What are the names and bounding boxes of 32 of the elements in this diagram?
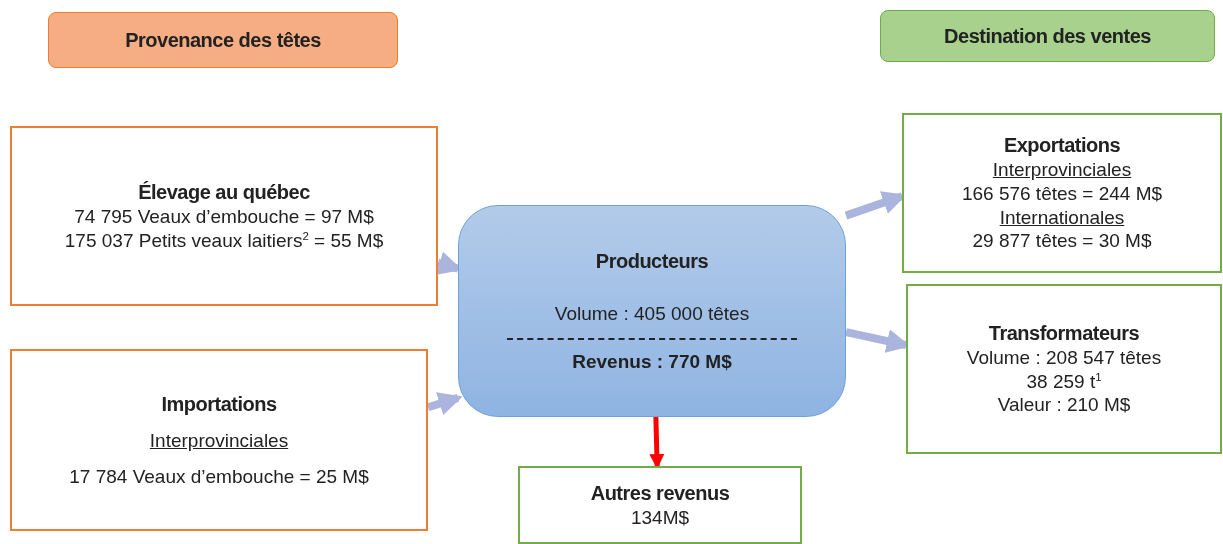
heading: Élevage au québec [138,179,310,205]
value-text: 38 259 t$^{1}$ [1026,369,1102,394]
value-text: 29 877 têtes = 30 M$ [972,229,1152,253]
value-text: 175 037 Petits veaux laitiers$^{2}$ = 55 M$ [64,228,384,253]
value-text: Valeur : 210 M$ [997,393,1131,418]
subheading: Interprovinciales [149,428,289,453]
process-box [458,205,846,417]
subheading: Interprovinciales [992,158,1132,182]
heading: Provenance des têtes [125,27,321,53]
heading: Exportations [1003,133,1121,158]
header-banner [880,10,1215,62]
value-text: 166 576 têtes = 244 M$ [961,181,1163,206]
header-banner [48,12,398,68]
heading: Transformateurs [988,320,1140,346]
value-text: Revenus : 770 M$ [572,349,732,374]
heading: Autres revenus [590,480,730,506]
value-text: 74 795 Veaux d’embouche = 97 M$ [74,204,374,229]
process-box [10,349,428,531]
process-box [10,126,438,306]
arrow [649,416,665,469]
heading: Destination des ventes [944,23,1151,49]
process-box [518,466,802,544]
heading: Producteurs [595,248,709,274]
value-text: Volume : 208 547 têtes [966,345,1162,370]
process-box [906,284,1222,454]
arrow [426,392,463,416]
heading: Importations [161,391,277,417]
value-text: Volume : 405 000 têtes [554,301,750,326]
process-box [902,113,1222,273]
value-text: 17 784 Veaux d’embouche = 25 M$ [69,464,369,489]
subheading: Internationales [999,205,1125,230]
value-text: 134M$ [630,505,690,530]
